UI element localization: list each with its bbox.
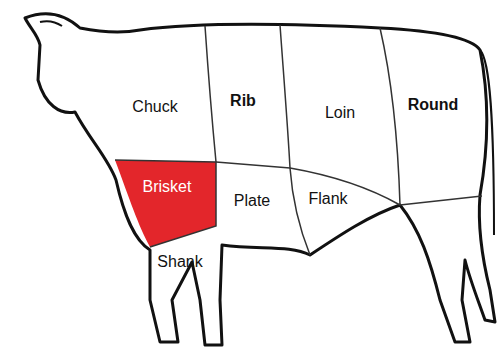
cut-label: Plate xyxy=(234,193,270,209)
cut-label: Brisket xyxy=(143,179,192,195)
cut-label: Flank xyxy=(308,191,347,207)
cut-line xyxy=(400,196,482,205)
cut-label: Shank xyxy=(157,254,202,270)
cut-label: Rib xyxy=(230,93,256,109)
cut-line xyxy=(380,28,400,205)
cut-line xyxy=(280,25,290,168)
cut-line xyxy=(205,26,216,162)
cut-line xyxy=(290,168,310,255)
tail-line xyxy=(480,50,494,235)
brisket-fill xyxy=(115,160,216,247)
cow-outline xyxy=(25,14,495,345)
cut-label: Chuck xyxy=(132,99,177,115)
cut-label: Loin xyxy=(325,105,355,121)
cut-label: Round xyxy=(408,97,459,113)
cut-lines xyxy=(115,25,482,255)
ear-line xyxy=(40,21,62,26)
cut-line xyxy=(150,162,216,247)
